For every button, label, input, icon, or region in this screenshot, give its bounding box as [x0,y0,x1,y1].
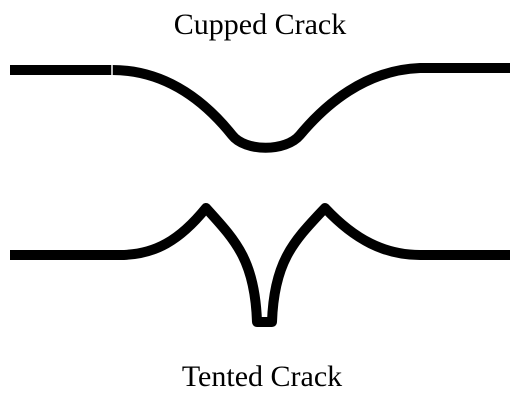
tented-crack-profile [10,208,510,322]
tented-crack-label: Tented Crack [2,360,520,394]
cupped-crack-profile [10,68,510,148]
